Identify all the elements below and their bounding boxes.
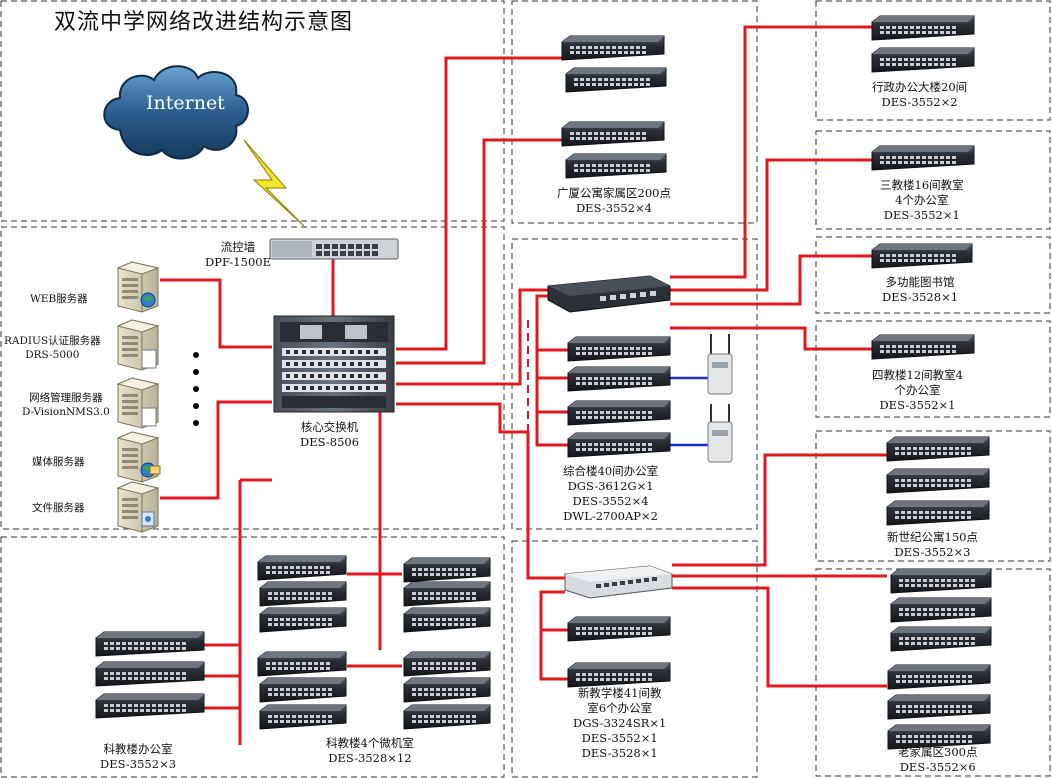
core-model: DES-8506 (300, 435, 360, 449)
wireless-links (670, 376, 712, 447)
switch-icon (890, 626, 992, 652)
switch-icon (890, 568, 992, 594)
core-label: 核心交换机 DES-8506 (300, 420, 359, 450)
switch-icon (403, 581, 491, 607)
switch-icon (871, 15, 975, 41)
dgs-3324sr-icon (564, 565, 673, 599)
firewall-label: 流控墙 DPF-1500E (205, 240, 271, 270)
switch-icon (567, 616, 671, 642)
switch-icon (403, 607, 491, 633)
switch-icon (403, 557, 491, 583)
switch-icon (567, 400, 671, 426)
server-label-radius: RADIUS认证服务器 DRS-5000 (4, 335, 101, 361)
core-switch-icon (273, 315, 395, 413)
switch-icon (259, 704, 347, 730)
switch-icon (403, 651, 491, 677)
internet-cloud-icon (103, 65, 249, 160)
switch-icon (257, 555, 347, 581)
switch-icon (565, 67, 667, 93)
switch-icon (565, 153, 667, 179)
switch-icon (871, 145, 975, 171)
switch-icon (567, 336, 671, 362)
access-point-icon (707, 404, 733, 463)
switch-icon (886, 436, 990, 462)
switch-icon (890, 597, 992, 623)
switch-icons (95, 15, 992, 750)
server-icon (116, 431, 161, 483)
server-label-media: 媒体服务器 (32, 456, 85, 468)
switch-icon (567, 366, 671, 392)
switch-icon (259, 607, 347, 633)
diagram-title: 双流中学网络改进结构示意图 (54, 10, 354, 35)
ellipsis-dots (193, 352, 199, 426)
switch-icon (887, 694, 991, 720)
switch-icon (561, 35, 665, 61)
switch-icon (887, 724, 991, 750)
server-icons (116, 261, 161, 533)
switch-icon (95, 693, 205, 719)
switch-icon (259, 581, 347, 607)
switch-icon (257, 651, 347, 677)
server-icon (116, 481, 160, 533)
switch-icon (886, 500, 990, 526)
switch-icon (95, 631, 205, 657)
server-icon (116, 377, 160, 429)
switch-icon (403, 677, 491, 703)
link-lines (160, 25, 887, 745)
server-icon (116, 261, 160, 313)
server-label-file: 文件服务器 (32, 502, 85, 514)
switch-icon (567, 662, 671, 688)
switch-icon (259, 677, 347, 703)
server-label-web: WEB服务器 (30, 293, 88, 305)
switch-icon (561, 121, 665, 147)
dgs-3612g-icon (547, 275, 671, 313)
firewall-model: DPF-1500E (205, 255, 271, 269)
access-point-icon (707, 334, 733, 395)
switch-icon (871, 47, 975, 73)
internet-label: Internet (146, 92, 225, 114)
core-name: 核心交换机 (300, 420, 359, 434)
switch-icon (886, 468, 990, 494)
switch-icon (567, 432, 671, 458)
lightning-icon (243, 139, 305, 227)
server-icon (116, 319, 160, 371)
switch-icon (871, 334, 975, 360)
switch-icon (887, 664, 991, 690)
switch-icon (403, 704, 491, 730)
server-label-nms: 网络管理服务器 D-VisionNMS3.0 (22, 392, 110, 418)
firewall-device-icon (269, 238, 399, 260)
firewall-name: 流控墙 (220, 240, 256, 254)
switch-icon (871, 243, 973, 269)
switch-icon (95, 661, 205, 687)
